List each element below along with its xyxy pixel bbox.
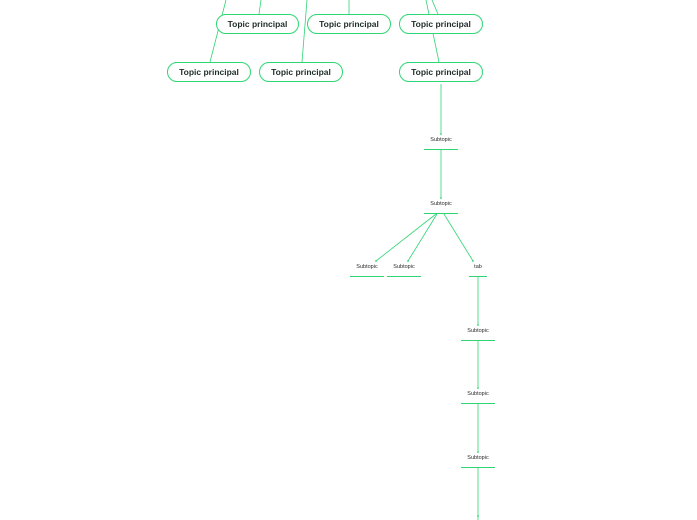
subtopic-node[interactable]: Subtopic: [424, 136, 458, 150]
connector-dot: [477, 387, 479, 389]
subtopic-node[interactable]: Subtopic: [424, 200, 458, 214]
connector-line: [431, 0, 439, 15]
subtopic-node[interactable]: Subtopic: [461, 390, 495, 404]
subtopic-node-tab[interactable]: tab: [469, 263, 487, 277]
main-topic-node[interactable]: Topic principal: [307, 14, 391, 34]
connector-line: [258, 0, 262, 15]
connector-line: [443, 213, 474, 262]
connector-dot: [375, 260, 377, 262]
connector-dot: [407, 260, 409, 262]
connector-dot: [440, 197, 442, 199]
main-topic-node[interactable]: Topic principal: [216, 14, 299, 34]
connector-dot: [472, 260, 474, 262]
subtopic-node[interactable]: Subtopic: [387, 263, 421, 277]
main-topic-node[interactable]: Topic principal: [399, 14, 483, 34]
connector-dot: [477, 451, 479, 453]
connector-dot: [477, 324, 479, 326]
connector-line: [375, 213, 437, 262]
subtopic-node[interactable]: Subtopic: [461, 327, 495, 341]
connector-line: [407, 213, 438, 262]
connector-dot: [477, 515, 479, 517]
main-topic-node[interactable]: Topic principal: [167, 62, 251, 82]
main-topic-node[interactable]: Topic principal: [399, 62, 483, 82]
main-topic-node[interactable]: Topic principal: [259, 62, 343, 82]
subtopic-node[interactable]: Subtopic: [350, 263, 384, 277]
connector-line: [301, 0, 308, 63]
subtopic-node[interactable]: Subtopic: [461, 454, 495, 468]
connector-dot: [440, 133, 442, 135]
